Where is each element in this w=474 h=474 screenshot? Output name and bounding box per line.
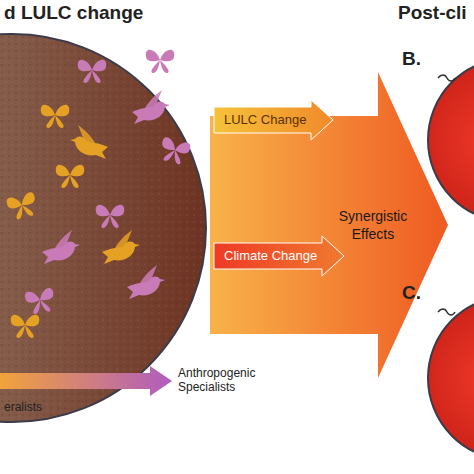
axis-end-label: Anthropogenic Specialists (178, 366, 262, 395)
effect-text: Synergistic Effects (328, 208, 418, 243)
driver-arrow: Climate Change (214, 236, 340, 276)
panel-heading: d LULC change (4, 2, 143, 24)
panel-letter: C. (402, 282, 421, 304)
driver-label: Climate Change (214, 248, 340, 264)
driver-arrow: LULC Change (214, 100, 329, 140)
driver-label: LULC Change (214, 112, 329, 128)
panel-heading: Post-cli (398, 2, 467, 24)
axis-end-label: eralists (4, 400, 42, 414)
panel-letter: B. (402, 48, 421, 70)
